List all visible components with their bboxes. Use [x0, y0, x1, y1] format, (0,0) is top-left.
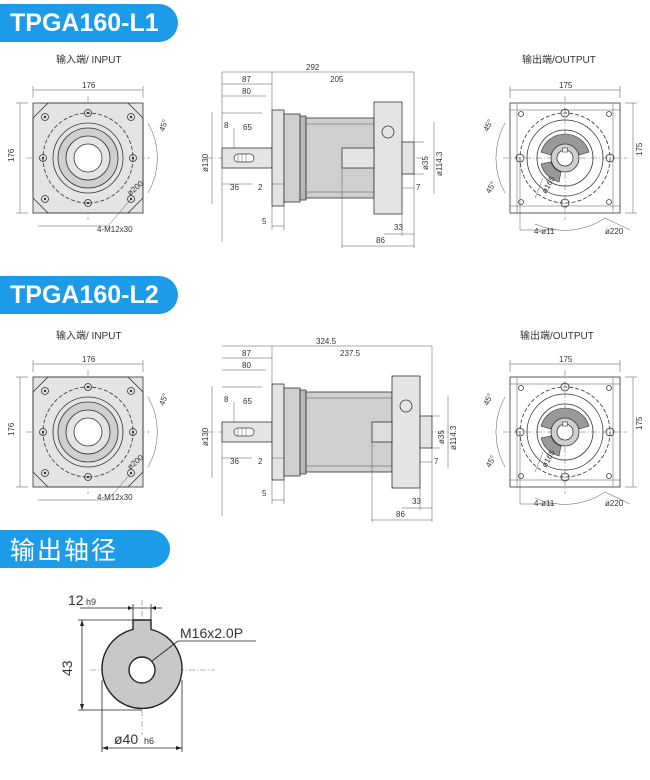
- shaft-dia-tol: h6: [144, 736, 154, 746]
- l2-in-width: 176: [82, 355, 96, 364]
- title-l1: TPGA160-L1: [10, 8, 159, 37]
- output-view-l2: [495, 359, 638, 505]
- input-caption-l2: 输入端/ INPUT: [56, 331, 122, 342]
- side-view-l2: [207, 345, 449, 522]
- l1-out-outer: ø220: [605, 227, 624, 236]
- l2-out-height: 175: [635, 416, 644, 430]
- output-caption-l1: 输出端/OUTPUT: [522, 55, 596, 66]
- l2-out-angle-b: 45°: [484, 454, 498, 469]
- l2-side-dia35: ø35: [437, 430, 446, 444]
- shaft-diameter: ø40: [114, 731, 138, 747]
- shaft-key-width: 12: [68, 592, 84, 608]
- l1-side-total: 292: [306, 63, 320, 72]
- l2-out-outer: ø220: [605, 499, 624, 508]
- l1-out-height: 175: [635, 142, 644, 156]
- l1-side-80: 80: [242, 87, 251, 96]
- l2-side-2: 2: [258, 457, 263, 466]
- output-view-l1: [495, 85, 638, 231]
- l1-out-angle-b: 45°: [484, 180, 498, 195]
- l2-side-7: 7: [434, 457, 439, 466]
- l1-side-2: 2: [258, 183, 263, 192]
- shaft-drawing: [78, 600, 256, 752]
- l1-side-dia130: ø130: [201, 153, 210, 172]
- l1-side-87: 87: [242, 75, 251, 84]
- l1-side-33: 33: [394, 223, 403, 232]
- title-badge-l1: TPGA160-L1: [0, 4, 178, 42]
- l2-out-width: 175: [559, 355, 573, 364]
- l1-out-angle-a: 45°: [482, 118, 495, 133]
- l1-side-8: 8: [224, 121, 229, 130]
- l2-in-height: 176: [7, 422, 16, 436]
- shaft-thread: M16x2.0P: [180, 625, 243, 641]
- l2-side-5: 5: [262, 489, 267, 498]
- l1-side-86: 86: [376, 236, 385, 245]
- l1-out-width: 175: [559, 81, 573, 90]
- l2-side-87: 87: [242, 349, 251, 358]
- title-l2: TPGA160-L2: [10, 280, 159, 309]
- output-caption-l2: 输出端/OUTPUT: [520, 331, 594, 342]
- l1-in-height: 176: [7, 148, 16, 162]
- l1-in-holes: 4-M12x30: [97, 225, 133, 234]
- l1-side-dia35: ø35: [421, 156, 430, 170]
- shaft-key-tol: h9: [86, 597, 96, 607]
- shaft-height: 43: [59, 660, 75, 676]
- l2-out-holes: 4-ø11: [534, 499, 555, 508]
- l2-side-total: 324.5: [316, 337, 337, 346]
- l2-side-33: 33: [412, 497, 421, 506]
- input-view-l1: [15, 85, 158, 227]
- l2-in-angle: 45°: [157, 392, 170, 406]
- l2-side-dia130: ø130: [201, 427, 210, 446]
- l2-out-angle-a: 45°: [482, 392, 495, 407]
- l1-side-dia114: ø114.3: [435, 151, 444, 176]
- l1-side-5: 5: [262, 217, 267, 226]
- l2-side-8: 8: [224, 395, 229, 404]
- title-badge-shaft: 输出轴径: [0, 530, 170, 568]
- l2-side-dia114: ø114.3: [449, 425, 458, 450]
- input-caption-l1: 输入端/ INPUT: [56, 55, 122, 66]
- l2-side-80: 80: [242, 361, 251, 370]
- title-badge-l2: TPGA160-L2: [0, 276, 178, 314]
- l1-side-7: 7: [416, 183, 421, 192]
- title-shaft: 输出轴径: [10, 537, 119, 565]
- l1-side-36: 36: [230, 183, 239, 192]
- l2-side-36: 36: [230, 457, 239, 466]
- l2-side-65: 65: [243, 397, 252, 406]
- l1-in-angle: 45°: [157, 118, 170, 132]
- l1-in-width: 176: [82, 81, 96, 90]
- input-view-l2: [15, 359, 158, 501]
- l2-side-205: 237.5: [340, 349, 361, 358]
- l2-side-86: 86: [396, 510, 405, 519]
- l1-out-holes: 4-ø11: [534, 227, 555, 236]
- l2-in-holes: 4-M12x30: [97, 493, 133, 502]
- l1-side-205: 205: [330, 75, 344, 84]
- l1-side-65: 65: [243, 123, 252, 132]
- side-view-l1: [206, 71, 435, 249]
